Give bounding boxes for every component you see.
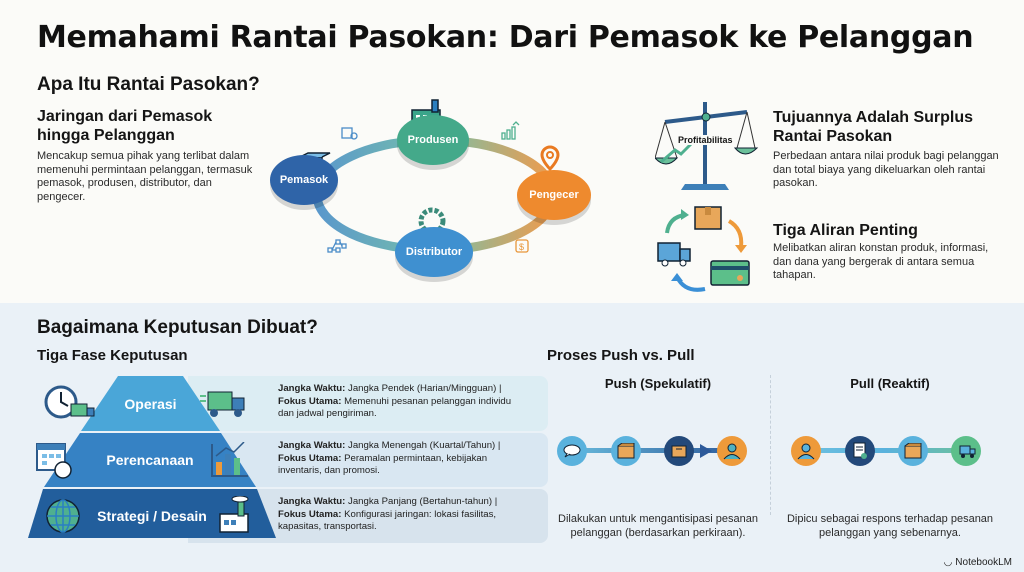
node-distributor: Distributor — [395, 227, 473, 277]
push-pull-heading: Proses Push vs. Pull — [547, 347, 695, 364]
notebooklm-branding: ◡ NotebookLM — [944, 557, 1012, 568]
phase-card-perencanaan: Jangka Waktu: Jangka Menengah (Kuartal/T… — [270, 433, 524, 487]
push-pull-divider — [770, 375, 771, 515]
section-heading-what: Apa Itu Rantai Pasokan? — [37, 74, 260, 95]
scale-icon: Profitabilitas — [653, 96, 760, 192]
phase-card-operasi: Jangka Waktu: Jangka Pendek (Harian/Ming… — [270, 376, 524, 431]
profitabilitas-label: Profitabilitas — [677, 135, 734, 145]
order-document-icon — [845, 436, 875, 466]
phase-card-strategi: Jangka Waktu: Jangka Panjang (Bertahun-t… — [270, 489, 524, 543]
surplus-title: Tujuannya Adalah Surplus Rantai Pasokan — [773, 109, 974, 145]
focus-label: Fokus Utama: — [278, 395, 342, 407]
pull-description: Dipicu sebagai respons terhadap pesanan … — [786, 513, 994, 539]
globe-icon — [46, 499, 80, 533]
node-pemasok: Pemasok — [270, 155, 338, 205]
push-title: Push (Spekulatif) — [604, 376, 712, 391]
flows-title: Tiga Aliran Penting — [773, 222, 918, 239]
svg-text:$: $ — [519, 242, 524, 252]
tier-operasi: Operasi — [124, 395, 177, 412]
phases-heading: Tiga Fase Keputusan — [37, 347, 188, 364]
time-value: Jangka Menengah (Kuartal/Tahun) | — [348, 440, 501, 451]
focus-value: Konfigurasi jaringan: lokasi fasilitas, … — [278, 508, 497, 533]
flows-body: Melibatkan aliran konstan produk, inform… — [773, 242, 989, 281]
factory-icon — [219, 496, 249, 533]
chat-bubble-icon — [557, 436, 587, 466]
bar-chart-icon — [211, 442, 248, 477]
three-flows-icon — [655, 203, 755, 295]
tier-strategi: Strategi / Desain — [97, 508, 207, 524]
package-icon — [611, 436, 641, 466]
node-produsen: Produsen — [397, 115, 469, 165]
time-label: Jangka Waktu: — [278, 496, 346, 507]
stock-box-icon — [664, 436, 694, 466]
page-title: Memahami Rantai Pasokan: Dari Pemasok ke… — [37, 20, 974, 55]
time-value: Jangka Pendek (Harian/Mingguan) | — [348, 383, 502, 394]
node-pengecer: Pengecer — [517, 170, 591, 220]
focus-value: Memenuhi pesanan pelanggan individu dan … — [278, 395, 512, 420]
push-description: Dilakukan untuk mengantisipasi pesanan p… — [558, 513, 758, 539]
pull-title: Pull (Reaktif) — [850, 376, 930, 391]
notebooklm-logo-icon: ◡ — [943, 557, 953, 568]
delivery-truck-icon — [200, 391, 245, 417]
package-icon — [898, 436, 928, 466]
push-flow-line — [560, 448, 740, 453]
time-label: Jangka Waktu: — [278, 440, 346, 451]
focus-label: Fokus Utama: — [278, 452, 342, 464]
delivery-truck-icon — [951, 436, 981, 466]
network-body: Mencakup semua pihak yang terlibat dalam… — [37, 150, 253, 203]
focus-label: Fokus Utama: — [278, 508, 342, 520]
section-heading-decisions: Bagaimana Keputusan Dibuat? — [37, 317, 318, 338]
supply-chain-cycle: $ Pemasok Produsen Pengecer Distributor — [270, 95, 600, 285]
customer-icon — [791, 436, 821, 466]
customer-icon — [717, 436, 747, 466]
tier-perencanaan: Perencanaan — [106, 452, 194, 468]
calendar-clock-icon — [36, 443, 72, 479]
surplus-body: Perbedaan antara nilai produk bagi pelan… — [773, 150, 999, 189]
time-label: Jangka Waktu: — [278, 383, 346, 394]
decision-pyramid: Operasi Perencanaan Strategi / Desain — [28, 376, 548, 544]
network-title: Jaringan dari Pemasok hingga Pelanggan — [37, 108, 213, 144]
time-value: Jangka Panjang (Bertahun-tahun) | — [348, 496, 498, 507]
push-arrow-icon — [700, 444, 712, 458]
pull-flow-line — [805, 448, 965, 453]
clock-truck-icon — [44, 385, 95, 419]
focus-value: Peramalan permintaan, kebijakan inventar… — [278, 452, 488, 477]
branding-text: NotebookLM — [955, 557, 1012, 568]
